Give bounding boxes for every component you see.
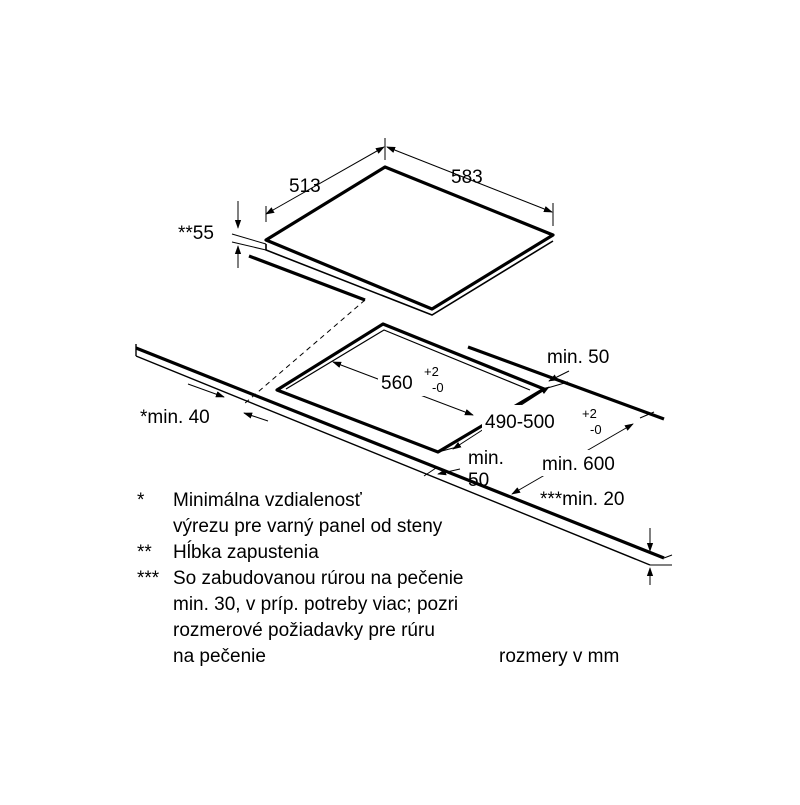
hob-depth-dimension-line: [265, 146, 385, 215]
countertop-back-line: [248, 254, 366, 302]
min-front-label-2: 50: [468, 470, 489, 491]
cutout-depth-label: 490-500: [485, 412, 555, 433]
min-thickness-dimension: ***min. 20: [540, 489, 673, 585]
min-side-label: *min. 40: [140, 407, 210, 428]
min-thickness-label: ***min. 20: [540, 489, 625, 510]
note-marker-1: *: [137, 490, 145, 511]
hob-depth-label: 513: [289, 176, 321, 197]
note-1-line-1: Minimálna vzdialenosť: [173, 490, 363, 511]
note-marker-3: ***: [137, 568, 160, 589]
note-1-line-2: výrezu pre varný panel od steny: [173, 516, 443, 537]
min-back-label: min. 50: [547, 347, 609, 368]
note-2-line-1: Hĺbka zapustenia: [173, 541, 319, 563]
recess-depth-dimension: **55: [178, 201, 267, 268]
min-back-dimension: min. 50: [547, 347, 609, 382]
cutout-width-dimension: 560 +2 -0: [332, 361, 474, 416]
note-marker-2: **: [137, 542, 152, 563]
cutout-width-label: 560: [381, 373, 413, 394]
note-3-line-4: na pečenie: [173, 646, 266, 667]
hob-dimensions: 513 583: [265, 138, 554, 226]
svg-text:+2: +2: [424, 364, 439, 379]
svg-text:+2: +2: [582, 406, 597, 421]
notes: * Minimálna vzdialenosť výrezu pre varný…: [137, 490, 619, 667]
countertop-left-bottom-edge: [135, 355, 651, 566]
svg-text:-0: -0: [432, 380, 444, 395]
min-countertop-label: min. 600: [542, 454, 615, 475]
recess-depth-label: **55: [178, 223, 214, 244]
min-front-dimension: min. 50: [423, 448, 504, 491]
cutout-inner-edge: [285, 329, 531, 391]
countertop-left-top-edge: [135, 346, 665, 560]
min-front-label-1: min.: [468, 448, 504, 469]
note-3-line-3: rozmerové požiadavky pre rúru: [173, 620, 435, 641]
min-side-dimension: *min. 40: [140, 383, 269, 428]
note-3-line-2: min. 30, v príp. potreby viac; pozri: [173, 594, 458, 615]
units-note: rozmery v mm: [499, 646, 619, 667]
hob-lower-edge: [265, 240, 554, 316]
note-3-line-1: So zabudovanou rúrou na pečenie: [173, 568, 464, 589]
min-countertop-dimension: min. 600: [511, 411, 655, 495]
hob-width-label: 583: [451, 167, 483, 188]
hob-width-dimension-line: [386, 146, 553, 213]
svg-text:-0: -0: [590, 422, 602, 437]
